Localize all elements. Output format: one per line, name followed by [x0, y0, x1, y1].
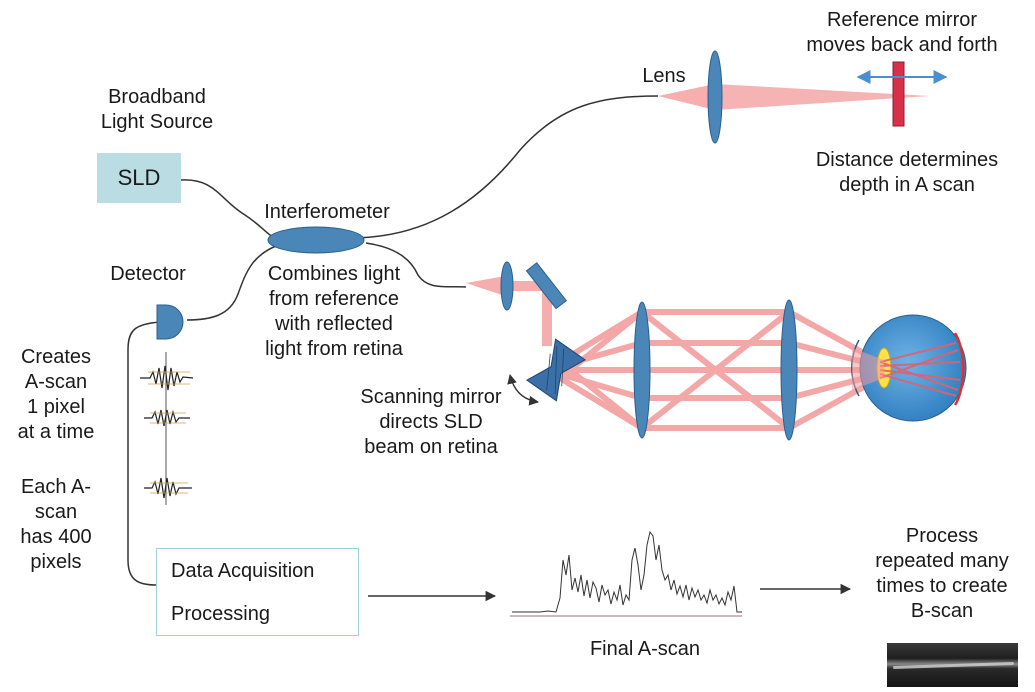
final-ascan-label: Final A-scan: [589, 638, 701, 660]
fiber-detector-to-daq: [127, 321, 161, 586]
data-acquisition-label: Data Acquisition: [171, 560, 315, 582]
scanning-mirror: [525, 338, 587, 402]
lens-label: Lens: [642, 65, 686, 87]
fiber-to-detector: [186, 245, 277, 321]
signal-burst-2: [144, 409, 190, 427]
scanned-beams: [558, 309, 882, 431]
interferometer-coupler: [267, 226, 365, 254]
fiber-lines: [127, 95, 659, 586]
fold-mirror: [525, 262, 567, 310]
bscan-image: [887, 643, 1018, 687]
each-ascan-label: Each A- scan has 400 pixels: [20, 476, 92, 573]
distance-depth-label: Distance determines depth in A scan: [815, 149, 999, 196]
detector-label: Detector: [110, 263, 186, 285]
eye: [851, 314, 967, 422]
sld-label: SLD: [117, 165, 161, 190]
creates-ascan-label: Creates A-scan 1 pixel at a time: [17, 346, 95, 443]
scanning-mirror-label: Scanning mirror directs SLD beam on reti…: [360, 386, 502, 458]
detector-shape: [156, 304, 184, 340]
relay-lens-1: [633, 301, 651, 439]
combines-light-label: Combines light from reference with refle…: [265, 263, 403, 360]
reference-mirror: [892, 61, 905, 127]
fiber-to-sample-arm: [365, 242, 467, 288]
sample-beam: [466, 276, 552, 346]
fiber-to-reference-arm: [355, 95, 659, 239]
signal-burst-3: [144, 477, 192, 499]
signal-burst-1: [140, 365, 194, 391]
final-ascan-plot: [510, 530, 742, 617]
reference-mirror-label: Reference mirror moves back and forth: [806, 9, 998, 56]
collimating-lens: [500, 261, 514, 311]
scan-rotation-arrow: [507, 374, 539, 406]
interferometer-label: Interferometer: [264, 201, 390, 223]
data-acquisition-box: Data Acquisition Processing: [156, 548, 359, 636]
reference-beam: [658, 84, 930, 110]
reference-lens: [707, 50, 723, 144]
fiber-sld-to-interferometer: [180, 179, 277, 239]
processing-label: Processing: [171, 603, 270, 625]
broadband-source-label: Broadband Light Source: [100, 86, 214, 133]
interference-traces: [140, 352, 194, 505]
relay-lens-2: [780, 299, 798, 441]
sld-box: SLD: [97, 153, 181, 203]
process-repeated-label: Process repeated many times to create B-…: [875, 525, 1009, 622]
